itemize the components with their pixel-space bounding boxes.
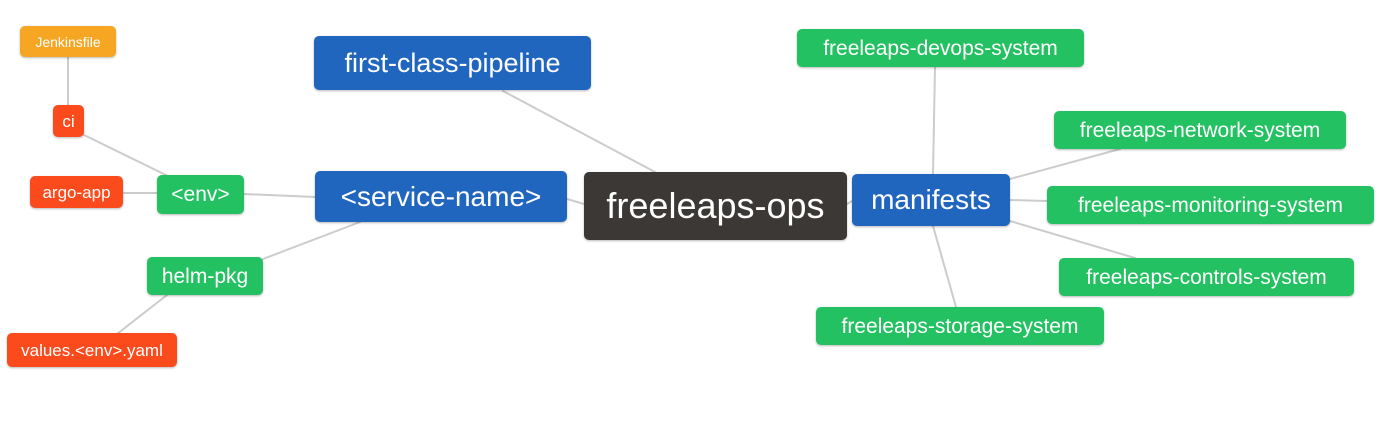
node-freeleaps-devops-system[interactable]: freeleaps-devops-system [797, 29, 1084, 67]
edge-service-name-freeleaps-ops [566, 198, 585, 205]
edge-first-class-pipeline-freeleaps-ops [502, 90, 656, 173]
edge-manifests-controls-system [1009, 220, 1136, 259]
node-env[interactable]: <env> [157, 175, 244, 214]
node-first-class-pipeline[interactable]: first-class-pipeline [314, 36, 591, 90]
node-values-env-yaml[interactable]: values.<env>.yaml [7, 333, 177, 367]
edge-freeleaps-ops-manifests [846, 200, 853, 205]
node-ci[interactable]: ci [53, 105, 84, 137]
node-freeleaps-monitoring-system[interactable]: freeleaps-monitoring-system [1047, 186, 1374, 224]
node-freeleaps-controls-system[interactable]: freeleaps-controls-system [1059, 258, 1354, 296]
node-freeleaps-network-system[interactable]: freeleaps-network-system [1054, 111, 1346, 149]
edge-manifests-monitoring-system [1009, 199, 1048, 202]
edge-ci-env [83, 134, 173, 179]
edge-manifests-storage-system [932, 225, 957, 308]
node-service-name[interactable]: <service-name> [315, 171, 567, 222]
edge-helm-pkg-values-yaml [116, 294, 168, 335]
node-argo-app[interactable]: argo-app [30, 176, 123, 208]
node-jenkinsfile[interactable]: Jenkinsfile [20, 26, 116, 57]
node-freeleaps-ops[interactable]: freeleaps-ops [584, 172, 847, 240]
edge-manifests-network-system [1009, 148, 1121, 180]
node-freeleaps-storage-system[interactable]: freeleaps-storage-system [816, 307, 1104, 345]
edge-service-name-helm-pkg [262, 221, 361, 260]
edge-env-service-name [243, 193, 316, 198]
edge-manifests-devops-system [932, 66, 936, 175]
node-manifests[interactable]: manifests [852, 174, 1010, 226]
node-helm-pkg[interactable]: helm-pkg [147, 257, 263, 295]
